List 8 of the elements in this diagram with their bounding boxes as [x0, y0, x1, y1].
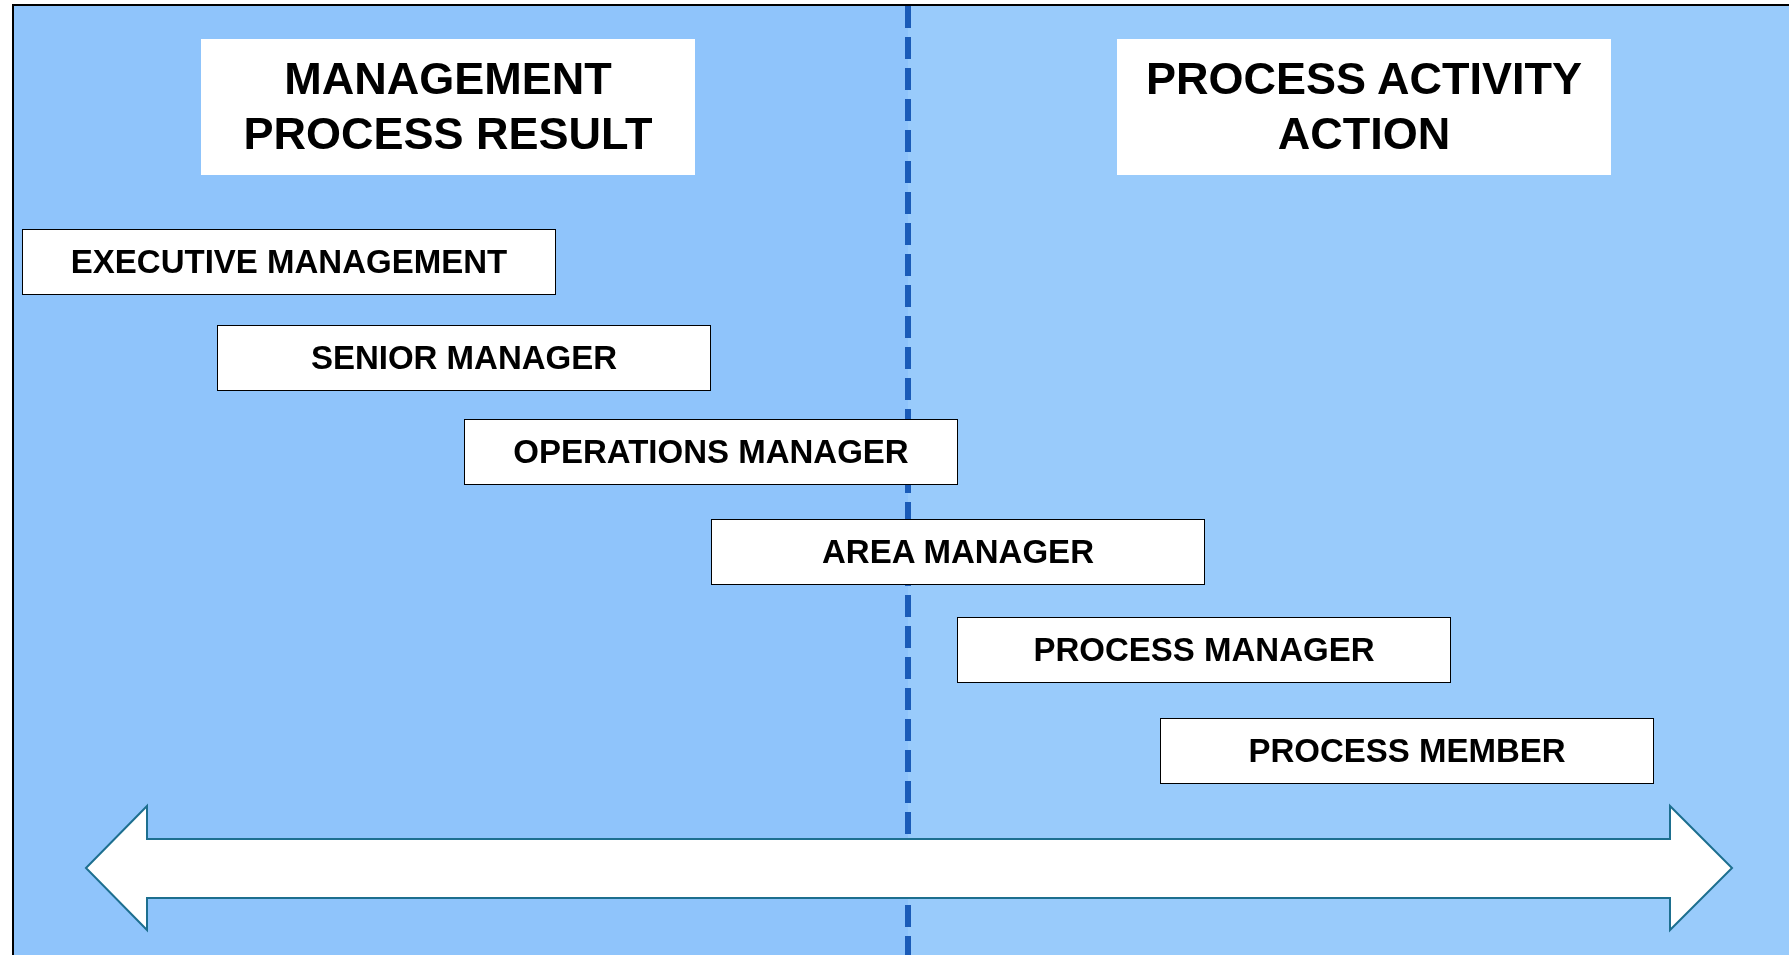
heading-box: PROCESS ACTIVITY ACTION: [1117, 39, 1611, 175]
role-box: PROCESS MEMBER: [1160, 718, 1654, 784]
heading-box: MANAGEMENT PROCESS RESULT: [201, 39, 695, 175]
role-box: EXECUTIVE MANAGEMENT: [22, 229, 556, 295]
role-box: AREA MANAGER: [711, 519, 1205, 585]
role-box: OPERATIONS MANAGER: [464, 419, 958, 485]
role-box: PROCESS MANAGER: [957, 617, 1451, 683]
role-box: SENIOR MANAGER: [217, 325, 711, 391]
